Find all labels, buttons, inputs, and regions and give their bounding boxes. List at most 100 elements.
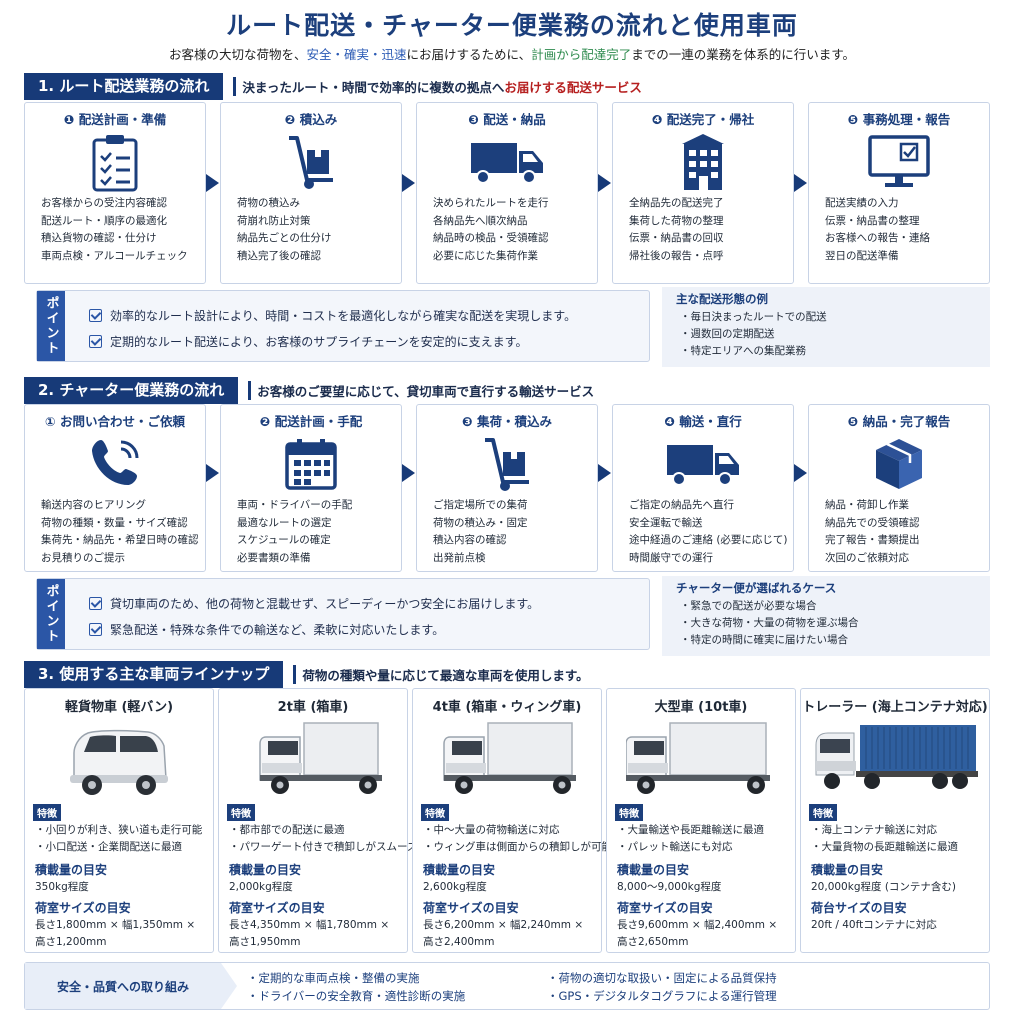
footer-item: ・荷物の適切な取扱い・固定による品質保持 [547, 971, 777, 985]
feature-tag: 特徴 [615, 804, 643, 821]
step-item: 安全運転で輸送 [629, 516, 703, 529]
vehicle-image [219, 717, 407, 801]
section2-label: 2. チャーター便業務の流れ [24, 377, 239, 404]
section1-desc: 決まったルート・時間で効率的に複数の拠点へお届けする配送サービス [233, 77, 642, 96]
step-item: 完了報告・書類提出 [825, 534, 920, 546]
size-value-1: 長さ1,800mm × 幅1,350mm × [35, 919, 196, 931]
step-item: 伝票・納品書の整理 [825, 214, 920, 227]
feature-item: ・海上コンテナ輸送に対応 [811, 824, 937, 836]
arrow-right-icon [794, 174, 807, 192]
check-icon [89, 623, 102, 636]
section1-side-box: 主な配送形態の例 ・毎日決まったルートでの配送 ・週数回の定期配送 ・特定エリア… [662, 287, 990, 367]
vehicle-name: トレーラー (海上コンテナ対応) [802, 700, 988, 715]
feature-item: ・ウィング車は側面からの積卸しが可能 [423, 841, 612, 853]
step-item: 時間厳守での運行 [629, 551, 713, 564]
section2-side-item: ・大きな荷物・大量の荷物を運ぶ場合 [680, 617, 859, 629]
section2-side-item: ・緊急での配送が必要な場合 [680, 600, 817, 612]
section2-step-4: ❹ 輸送・直行ご指定の納品先へ直行安全運転で輸送途中経過のご連絡 (必要に応じて… [612, 404, 794, 572]
section1-step-4: ❹ 配送完了・帰社全納品先の配送完了集荷した荷物の整理伝票・納品書の回収帰社後の… [612, 102, 794, 284]
step-item: 出発前点検 [433, 551, 486, 564]
section2-side-box: チャーター便が選ばれるケース ・緊急での配送が必要な場合 ・大きな荷物・大量の荷… [662, 576, 990, 656]
size-value-2: 高さ1,950mm [229, 936, 301, 948]
feature-item: ・小回りが利き、狭い道も走行可能 [35, 824, 203, 836]
step-item: 途中経過のご連絡 (必要に応じて) [629, 534, 788, 546]
load-value: 2,000kg程度 [229, 881, 293, 893]
step-item: 積込完了後の確認 [237, 249, 321, 262]
step-item: 納品・荷卸し作業 [825, 499, 909, 511]
clipboard-icon [31, 129, 199, 195]
monitor-icon [815, 129, 983, 195]
section1-point-1: 効率的なルート設計により、時間・コストを最適化しながら確実な配送を実現します。 [89, 303, 576, 329]
vehicle-card-1: 軽貨物車 (軽バン)特徴・小回りが利き、狭い道も走行可能・小口配送・企業間配送に… [24, 688, 214, 953]
section2-point-1: 貸切車両のため、他の荷物と混載せず、スピーディーかつ安全にお届けします。 [89, 591, 539, 617]
section1-side-item: ・毎日決まったルートでの配送 [680, 311, 827, 323]
section1-side-item: ・特定エリアへの集配業務 [680, 345, 806, 357]
section2-side-item: ・特定の時間に確実に届けたい場合 [680, 634, 848, 646]
step-item: ご指定の納品先へ直行 [629, 499, 734, 511]
section2-steps: ① お問い合わせ・ご依頼輸送内容のヒアリング荷物の種類・数量・サイズ確認集荷先・… [24, 404, 990, 572]
vehicle-card-2: 2t車 (箱車)特徴・都市部での配送に最適・パワーゲート付きで積卸しがスムーズ積… [218, 688, 417, 953]
subtitle-e: までの一連の業務を体系的に行います。 [631, 47, 855, 62]
step-item: 納品先での受領確認 [825, 516, 920, 529]
vehicle-image [801, 717, 989, 801]
arrow-right-icon [598, 464, 611, 482]
step-title: ❺ 納品・完了報告 [847, 414, 951, 429]
step-item: 必要書類の準備 [237, 551, 311, 564]
feature-tag: 特徴 [227, 804, 255, 821]
section1-step-1: ❶ 配送計画・準備お客様からの受注内容確認配送ルート・順序の最適化積込貨物の確認… [24, 102, 206, 284]
vehicle-image [607, 717, 795, 801]
footer-tag: 安全・品質への取り組み [25, 963, 221, 1009]
section2-point-2: 緊急配送・特殊な条件での輸送など、柔軟に対応いたします。 [89, 617, 539, 643]
step-item: ご指定場所での集荷 [433, 499, 528, 511]
phone-icon [31, 431, 199, 497]
section1-label: 1. ルート配送業務の流れ [24, 73, 224, 100]
box-icon [815, 431, 983, 497]
vehicle-row: 軽貨物車 (軽バン) 特徴・小回りが利き、狭い道も走行可能・小口配送・企業間配送に… [24, 688, 990, 953]
footer-item: ・GPS・デジタルタコグラフによる運行管理 [547, 989, 777, 1003]
size-value-1: 長さ9,600mm × 幅2,400mm × [617, 919, 778, 931]
feature-item: ・小口配送・企業間配送に最適 [35, 841, 182, 853]
load-value: 8,000〜9,000kg程度 [617, 881, 722, 893]
arrow-right-icon [794, 464, 807, 482]
feature-item: ・パワーゲート付きで積卸しがスムーズ [229, 841, 418, 853]
step-item: 積込内容の確認 [433, 534, 507, 546]
section1-desc-b: お届けする配送サービス [504, 80, 642, 95]
step-title: ❺ 事務処理・報告 [847, 112, 951, 127]
subtitle-a: お客様の大切な荷物を、 [169, 47, 307, 62]
step-item: 車両・ドライバーの手配 [237, 499, 353, 511]
section1-step-2: ❷ 積込み荷物の積込み荷崩れ防止対策納品先ごとの仕分け積込完了後の確認 [220, 102, 402, 284]
step-item: 次回のご依頼対応 [825, 551, 909, 564]
footer-item: ・ドライバーの安全教育・適性診断の実施 [247, 989, 466, 1003]
load-heading: 積載量の目安 [811, 863, 884, 877]
step-item: 帰社後の報告・点呼 [629, 249, 724, 262]
step-item: 必要に応じた集荷作業 [433, 249, 538, 262]
feature-item: ・大量貨物の長距離輸送に最適 [811, 841, 958, 853]
footer-arrow [221, 963, 237, 1009]
step-item: お見積りのご提示 [41, 551, 125, 564]
step-item: 全納品先の配送完了 [629, 197, 724, 209]
check-icon [89, 597, 102, 610]
load-heading: 積載量の目安 [423, 863, 496, 877]
hand-truck-icon [423, 431, 591, 497]
step-item: 翌日の配送準備 [825, 249, 899, 262]
load-heading: 積載量の目安 [229, 863, 302, 877]
section1-point-tag: ポイント [37, 291, 65, 361]
check-icon [89, 309, 102, 322]
section2-desc: お客様のご要望に応じて、貸切車両で直行する輸送サービス [248, 381, 594, 400]
section3-label: 3. 使用する主な車両ラインナップ [24, 661, 284, 688]
feature-item: ・中〜大量の荷物輸送に対応 [423, 824, 560, 836]
vehicle-name: 軽貨物車 (軽バン) [64, 700, 174, 715]
load-value: 2,600kg程度 [423, 881, 487, 893]
arrow-right-icon [598, 174, 611, 192]
size-value-2: 高さ2,650mm [617, 936, 689, 948]
building-icon [619, 129, 787, 195]
subtitle-d: 計画から配達完了 [531, 47, 632, 62]
step-item: 納品先ごとの仕分け [237, 232, 332, 244]
step-title: ❷ 積込み [284, 112, 338, 127]
footer-item: ・定期的な車両点検・整備の実施 [247, 971, 420, 985]
step-item: お客様への報告・連絡 [825, 232, 930, 244]
step-item: 集荷先・納品先・希望日時の確認 [41, 534, 199, 546]
step-item: 荷物の種類・数量・サイズ確認 [41, 516, 188, 529]
step-item: 最適なルートの選定 [237, 516, 332, 529]
step-title: ① お問い合わせ・ご依頼 [45, 414, 185, 429]
